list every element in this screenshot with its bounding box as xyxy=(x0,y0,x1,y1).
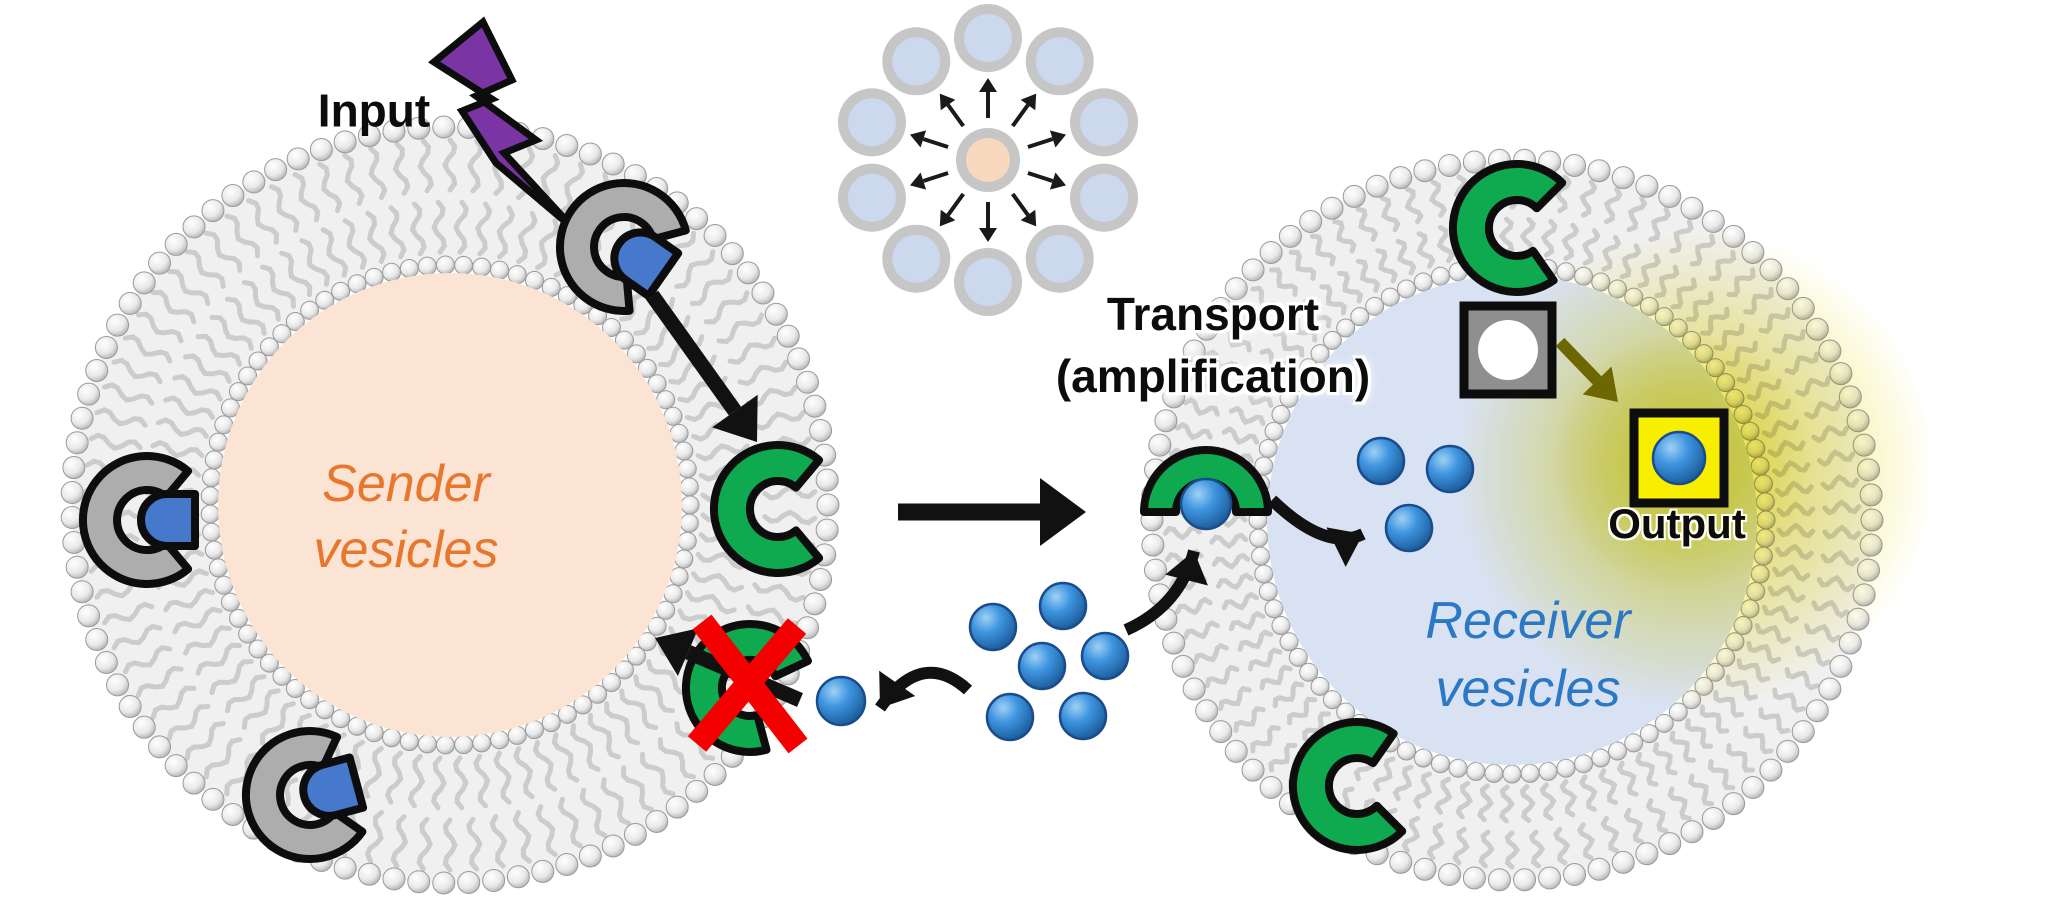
transport-label-line1: Transport xyxy=(1106,288,1320,340)
green-receptor-receiver-top xyxy=(1448,160,1567,296)
quencher-square xyxy=(1459,301,1557,399)
input-label: Input xyxy=(317,84,431,137)
green-receptor-receiver-bottom xyxy=(1288,718,1407,854)
green-receptor-sender xyxy=(709,441,824,577)
blue-membrane-receptor xyxy=(555,178,690,315)
output-label: Output xyxy=(1608,499,1746,547)
sender-label-line1: Sender xyxy=(322,455,490,513)
receiver-vesicles-label: Receiver vesicles xyxy=(1425,587,1630,723)
quencher-circle xyxy=(1478,320,1538,380)
blue-membrane-receptor xyxy=(78,452,199,588)
radiating-vesicles-inset xyxy=(837,4,1139,316)
sender-vesicles-label: Sender vesicles xyxy=(314,451,499,583)
inhibition-x-icon xyxy=(687,614,808,754)
receiver-vesicle xyxy=(1140,148,1935,892)
blue-membrane-receptor xyxy=(242,727,368,863)
receiver-label-line1: Receiver xyxy=(1425,592,1631,650)
lightning-bolt-icon xyxy=(428,16,578,233)
receiver-label-line2: vesicles xyxy=(1435,660,1621,718)
sender-label-line2: vesicles xyxy=(313,521,499,579)
signal-dots xyxy=(815,430,1707,742)
transport-label: Transport (amplification) xyxy=(1056,283,1370,407)
transport-label-line2: (amplification) xyxy=(1055,350,1371,402)
